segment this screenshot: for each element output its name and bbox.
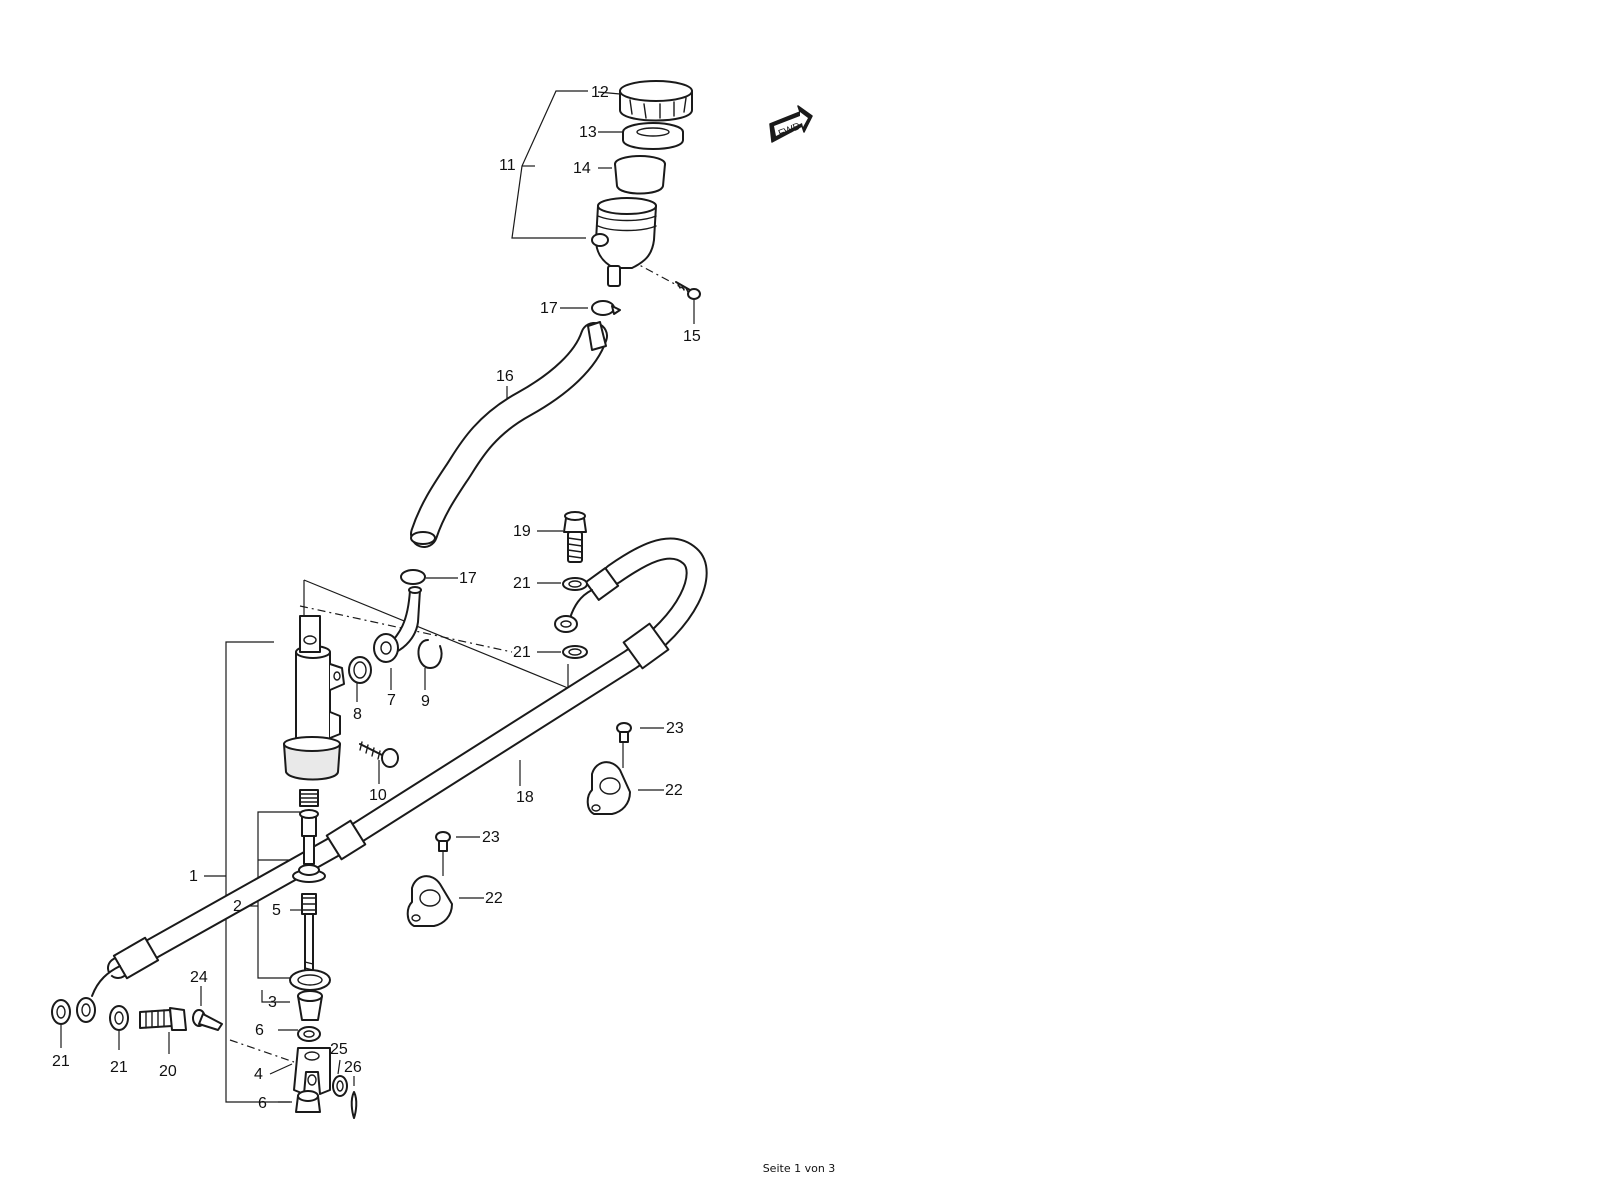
washer-part-25 <box>332 1075 348 1097</box>
clamp-part-17-upper <box>591 300 621 316</box>
callout-18: 18 <box>516 789 534 806</box>
callout-5: 5 <box>272 902 281 919</box>
master-cylinder-body-part-1 <box>283 615 345 781</box>
spring-part-2 <box>299 789 319 807</box>
callout-17: 17 <box>540 300 558 317</box>
callout-20: 20 <box>159 1063 177 1080</box>
callout-labels: 12 13 11 14 17 15 16 19 17 21 21 8 7 9 2… <box>52 84 701 1112</box>
callout-19: 19 <box>513 523 531 540</box>
washer-part-21-upper <box>562 577 588 591</box>
hose-fitting-part-7 <box>373 586 422 663</box>
diaphragm-part-14 <box>614 155 666 195</box>
callout-6-lower: 6 <box>258 1095 267 1112</box>
callout-25: 25 <box>330 1041 348 1058</box>
o-ring-part-8 <box>348 656 372 684</box>
callout-15: 15 <box>683 328 701 345</box>
callout-21-upper: 21 <box>513 575 531 592</box>
page-footer-label: Seite 1 von 3 <box>762 1162 836 1175</box>
callout-21-lower: 21 <box>513 644 531 661</box>
clevis-part-4 <box>293 1047 331 1095</box>
screw-part-23-lower <box>435 831 451 852</box>
callout-22-upper: 22 <box>665 782 683 799</box>
callout-6-upper: 6 <box>255 1022 264 1039</box>
bolt-part-10 <box>359 741 399 768</box>
callout-21-left: 21 <box>52 1053 70 1070</box>
callout-12: 12 <box>591 84 609 101</box>
callout-9: 9 <box>421 693 430 710</box>
callout-3: 3 <box>268 994 277 1011</box>
callout-2: 2 <box>233 898 242 915</box>
nut-part-6-upper <box>297 1026 321 1042</box>
pin-part-24 <box>192 1009 223 1031</box>
washer-part-21-mid <box>109 1005 129 1031</box>
callout-14: 14 <box>573 160 591 177</box>
callout-4: 4 <box>254 1066 263 1083</box>
union-bolt-part-20 <box>139 1007 187 1031</box>
callout-13: 13 <box>579 124 597 141</box>
pushrod-part-5 <box>301 893 317 979</box>
callout-26: 26 <box>344 1059 362 1076</box>
reservoir-hose-part-16 <box>410 321 608 548</box>
forward-arrow-icon: FWD <box>769 105 813 143</box>
hose-guide-part-22-lower <box>406 875 453 927</box>
callout-16: 16 <box>496 368 514 385</box>
diaphragm-plate-part-13 <box>622 122 684 150</box>
callout-21-mid: 21 <box>110 1059 128 1076</box>
union-bolt-part-19 <box>563 511 587 563</box>
callout-8: 8 <box>353 706 362 723</box>
washer-part-21-lower <box>562 645 588 659</box>
brake-hose-part-18 <box>76 537 708 1023</box>
callout-10: 10 <box>369 787 387 804</box>
callout-17-lower: 17 <box>459 570 477 587</box>
callout-24: 24 <box>190 969 208 986</box>
clamp-part-17-lower <box>400 569 426 585</box>
circlip-part-9 <box>417 639 443 669</box>
callout-7: 7 <box>387 692 396 709</box>
callout-22-lower: 22 <box>485 890 503 907</box>
callout-23-lower: 23 <box>482 829 500 846</box>
boot-part-3 <box>297 990 323 1021</box>
hose-guide-part-22-upper <box>586 761 631 815</box>
washer-part-21-left <box>51 999 71 1025</box>
callout-1: 1 <box>189 868 198 885</box>
piston-part-2 <box>292 809 326 883</box>
callout-23-upper: 23 <box>666 720 684 737</box>
nut-part-6-lower <box>295 1090 321 1113</box>
reservoir-cap-part-12 <box>619 80 693 122</box>
screw-part-15 <box>675 281 701 300</box>
reservoir-body-part-11 <box>591 197 657 287</box>
circlip-part-3 <box>289 969 331 991</box>
cotter-pin-part-26 <box>350 1091 358 1119</box>
callout-11: 11 <box>499 157 516 174</box>
screw-part-23-upper <box>616 722 632 743</box>
